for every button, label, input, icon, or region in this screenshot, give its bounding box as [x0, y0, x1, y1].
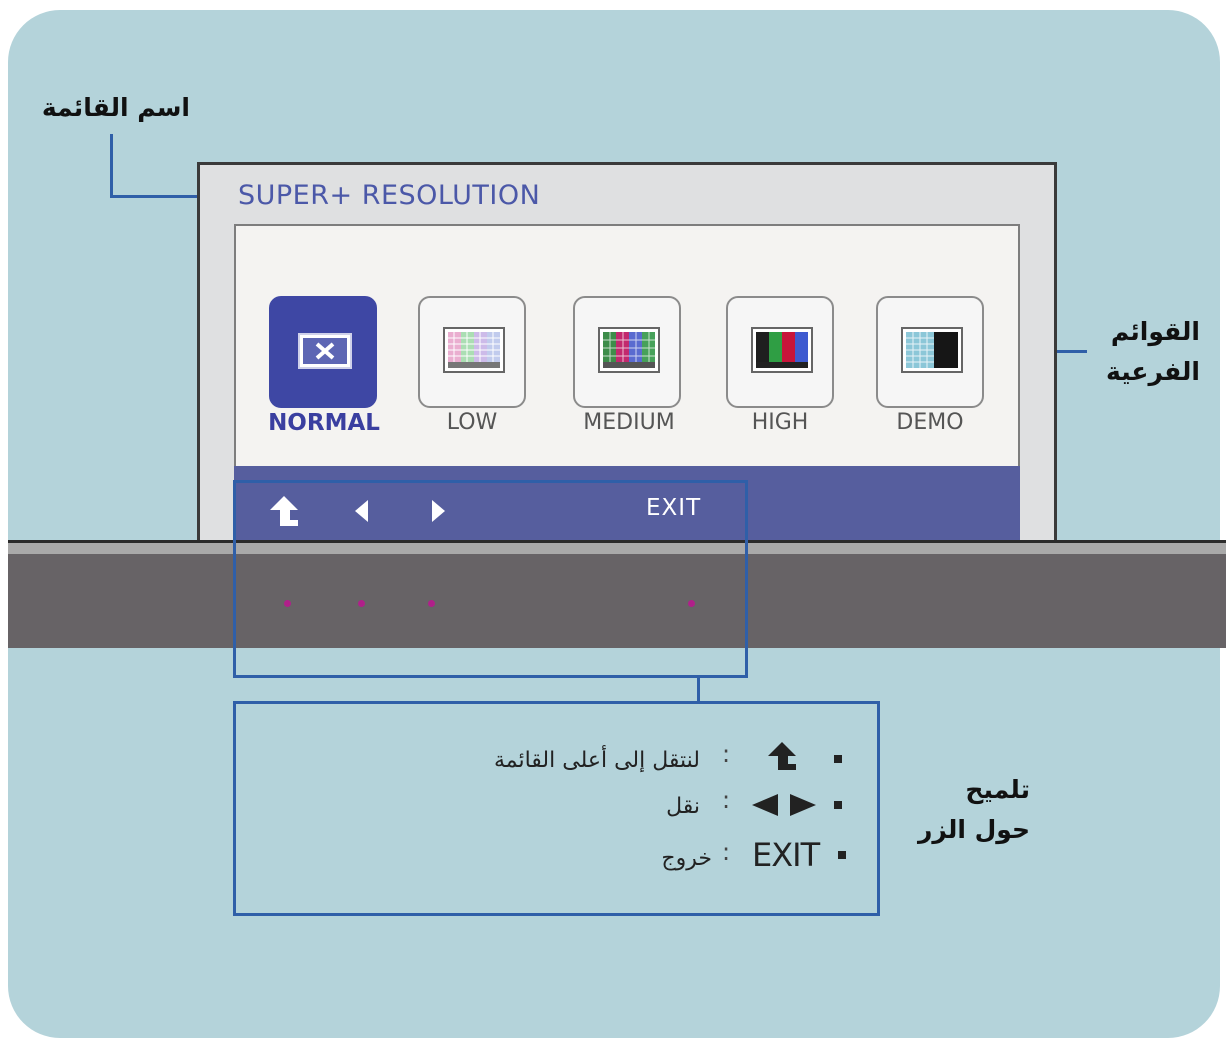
option-normal-tile[interactable]: [269, 296, 377, 408]
callout-button-tip-line2: حول الزر: [918, 815, 1030, 844]
option-high-label: HIGH: [751, 410, 809, 435]
monitor-bezel-edge: [8, 540, 1226, 554]
button-legend-box: [233, 701, 880, 916]
high-resolution-bars-icon: [751, 327, 813, 373]
exit-button-label[interactable]: EXIT: [646, 495, 702, 521]
hardware-button-left[interactable]: [358, 600, 365, 607]
callout-line-horizontal: [110, 195, 199, 198]
option-normal-label: NORMAL: [268, 410, 380, 436]
callout-menu-name: اسم القائمة: [41, 93, 190, 122]
option-low-label: LOW: [446, 410, 498, 435]
up-arrow-icon[interactable]: [268, 494, 302, 530]
legend-up-arrow-icon: [768, 742, 796, 770]
osd-menu-title: SUPER+ RESOLUTION: [238, 180, 541, 211]
left-triangle-icon[interactable]: [352, 498, 372, 524]
button-highlight-box: [233, 480, 748, 678]
option-medium-label: MEDIUM: [583, 410, 675, 435]
legend-bullet-2: [834, 801, 842, 809]
callout-button-tip: تلميح حول الزر: [890, 770, 1030, 850]
legend-exit-key: EXIT: [752, 836, 820, 874]
right-triangle-icon[interactable]: [428, 498, 448, 524]
callout-submenus-line1: القوائم: [1110, 317, 1200, 346]
option-demo-label: DEMO: [896, 410, 964, 435]
callout-submenus-line2: الفرعية: [1106, 357, 1200, 386]
close-x-icon: [298, 333, 352, 369]
demo-split-icon: [901, 327, 963, 373]
hardware-button-right[interactable]: [428, 600, 435, 607]
medium-resolution-pattern-icon: [598, 327, 660, 373]
left-right-arrows-icon: [752, 794, 816, 816]
legend-bullet-3: [838, 851, 846, 859]
hardware-button-exit[interactable]: [688, 600, 695, 607]
option-demo-tile[interactable]: [876, 296, 984, 408]
legend-desc-up: لنتقل إلى أعلى القائمة: [493, 748, 700, 773]
legend-desc-exit: خروج: [661, 846, 712, 871]
option-low-tile[interactable]: [418, 296, 526, 408]
option-medium-tile[interactable]: [573, 296, 681, 408]
legend-bullet-1: [834, 755, 842, 763]
connector-line: [697, 678, 700, 702]
callout-submenus-line: [1057, 350, 1087, 353]
option-high-tile[interactable]: [726, 296, 834, 408]
legend-desc-move: نقل: [666, 794, 700, 819]
low-resolution-pattern-icon: [443, 327, 505, 373]
monitor-bezel: [8, 554, 1226, 648]
hardware-button-up[interactable]: [284, 600, 291, 607]
callout-line-vertical: [110, 134, 113, 198]
callout-submenus: القوائم الفرعية: [1090, 312, 1200, 392]
callout-button-tip-line1: تلميح: [965, 775, 1030, 804]
